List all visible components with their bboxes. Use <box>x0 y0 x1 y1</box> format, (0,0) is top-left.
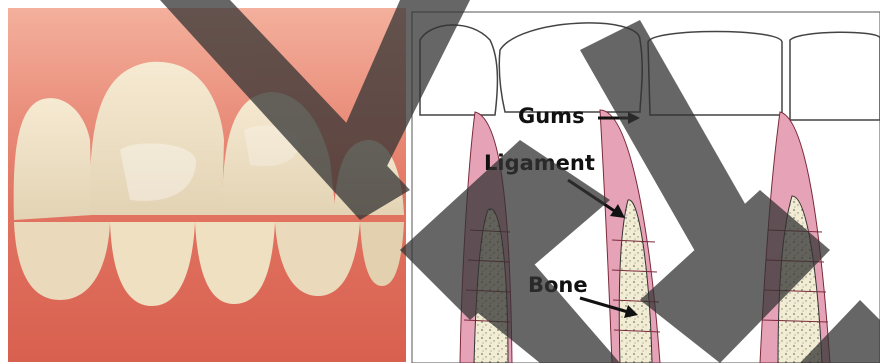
label-gums: Gums <box>518 104 585 128</box>
